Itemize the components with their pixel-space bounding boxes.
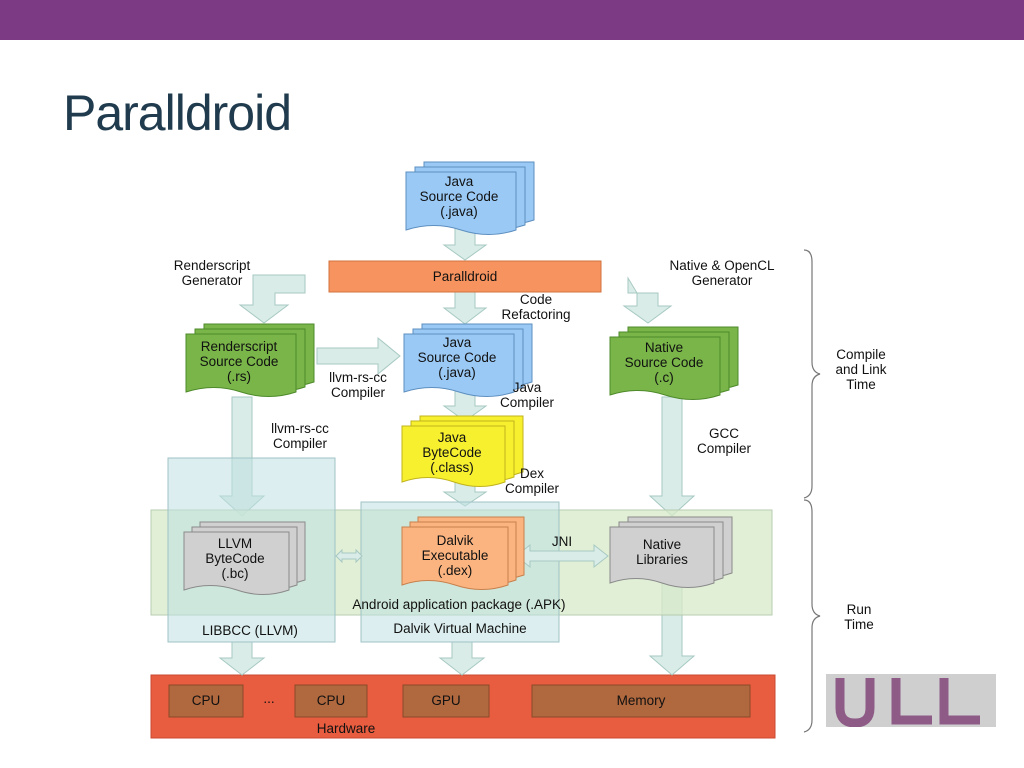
rs-generator-label-1: Renderscript <box>174 258 251 273</box>
java-source2-doc <box>403 323 533 397</box>
java-source2-label-1: Java <box>443 335 472 350</box>
native-source-label-1: Native <box>645 340 683 355</box>
compile-bracket <box>803 249 821 499</box>
native-source-doc <box>609 326 739 400</box>
arrow-native-libs <box>648 396 696 517</box>
dalvik-exec-doc <box>401 516 525 590</box>
java-source-label-3: (.java) <box>440 204 478 219</box>
native-libraries-doc <box>609 516 733 588</box>
llvm-bytecode-label-1: LLVM <box>218 536 252 551</box>
apk-label: Android application package (.APK) <box>352 597 565 612</box>
java-bytecode-label-3: (.class) <box>430 460 474 475</box>
java-source-label-1: Java <box>445 174 474 189</box>
java-bytecode-label-2: ByteCode <box>422 445 481 460</box>
arrow-llvm-dex <box>335 548 363 564</box>
run-time-label-1: Run <box>847 602 872 617</box>
hw-cpu1-label: CPU <box>192 693 221 708</box>
llvm-rs-cc-2-label-2: Compiler <box>273 436 328 451</box>
code-refactoring-label-1: Code <box>520 292 552 307</box>
gcc-compiler-label-1: GCC <box>709 426 739 441</box>
gcc-compiler-label-2: Compiler <box>697 441 752 456</box>
arrow-jni <box>515 543 609 569</box>
paralldroid-bar <box>328 260 602 293</box>
java-source2-label-3: (.java) <box>438 365 476 380</box>
rs-generator-label-2: Generator <box>182 273 243 288</box>
arrow-rs-generator <box>238 274 306 324</box>
java-source-label-2: Source Code <box>420 189 499 204</box>
native-source-label-3: (.c) <box>654 370 674 385</box>
compile-link-label-2: and Link <box>835 362 886 377</box>
llvm-bytecode-label-2: ByteCode <box>205 551 264 566</box>
compile-link-label-1: Compile <box>836 347 886 362</box>
dalvik-vm-label: Dalvik Virtual Machine <box>393 621 526 636</box>
llvm-rs-cc-1-label-1: llvm-rs-cc <box>329 370 387 385</box>
arrow-paralldroid-java2 <box>442 291 488 325</box>
llvm-rs-cc-1-label-2: Compiler <box>331 385 386 400</box>
dalvik-exec-label-2: Executable <box>422 548 489 563</box>
arrow-rs-to-java <box>316 336 401 376</box>
native-libraries-label-2: Libraries <box>636 552 688 567</box>
paralldroid-label: Paralldroid <box>433 269 498 284</box>
dalvik-exec-label-3: (.dex) <box>438 563 473 578</box>
java-compiler-label-2: Compiler <box>500 395 555 410</box>
renderscript-source-doc <box>185 323 315 397</box>
hw-gpu-label: GPU <box>431 693 460 708</box>
llvm-bytecode-label-3: (.bc) <box>222 566 249 581</box>
rs-source-label-2: Source Code <box>200 354 279 369</box>
java-bytecode-doc <box>401 415 524 487</box>
hardware-label: Hardware <box>317 721 376 736</box>
java-source2-label-2: Source Code <box>418 350 497 365</box>
compile-link-label-3: Time <box>846 377 876 392</box>
hw-gpu-box <box>402 684 490 718</box>
native-generator-label-1: Native & OpenCL <box>669 258 775 273</box>
hw-dots-label: ... <box>263 691 274 706</box>
llvm-rs-cc-2-label-1: llvm-rs-cc <box>271 421 329 436</box>
dex-compiler-label-1: Dex <box>520 466 544 481</box>
hw-memory-box <box>531 684 751 718</box>
runtime-bracket <box>803 499 821 733</box>
hw-memory-label: Memory <box>617 693 666 708</box>
top-bar <box>0 0 1024 40</box>
hw-cpu1-box <box>168 684 244 718</box>
java-source-doc <box>405 161 535 235</box>
ull-logo-image <box>835 678 980 728</box>
native-generator-label-2: Generator <box>692 273 753 288</box>
java-bytecode-label-1: Java <box>438 430 467 445</box>
libbcc-label: LIBBCC (LLVM) <box>202 623 298 638</box>
hw-cpu2-box <box>294 684 368 718</box>
run-time-label-2: Time <box>844 617 874 632</box>
native-source-label-2: Source Code <box>625 355 704 370</box>
slide-title: Paralldroid <box>63 85 292 141</box>
arrow-libbcc-hw <box>218 641 266 676</box>
arrow-native-generator <box>622 276 673 324</box>
hw-cpu2-label: CPU <box>317 693 346 708</box>
llvm-bytecode-doc <box>183 521 306 595</box>
rs-source-label-1: Renderscript <box>201 339 278 354</box>
dalvik-exec-label-1: Dalvik <box>437 533 474 548</box>
ull-logo <box>826 674 996 728</box>
code-refactoring-label-2: Refactoring <box>501 307 570 322</box>
java-compiler-label-1: Java <box>513 380 542 395</box>
dex-compiler-label-2: Compiler <box>505 481 560 496</box>
native-libraries-label-1: Native <box>643 537 681 552</box>
jni-label: JNI <box>552 534 572 549</box>
rs-source-label-3: (.rs) <box>227 369 251 384</box>
arrow-dalvik-hw <box>438 641 486 676</box>
